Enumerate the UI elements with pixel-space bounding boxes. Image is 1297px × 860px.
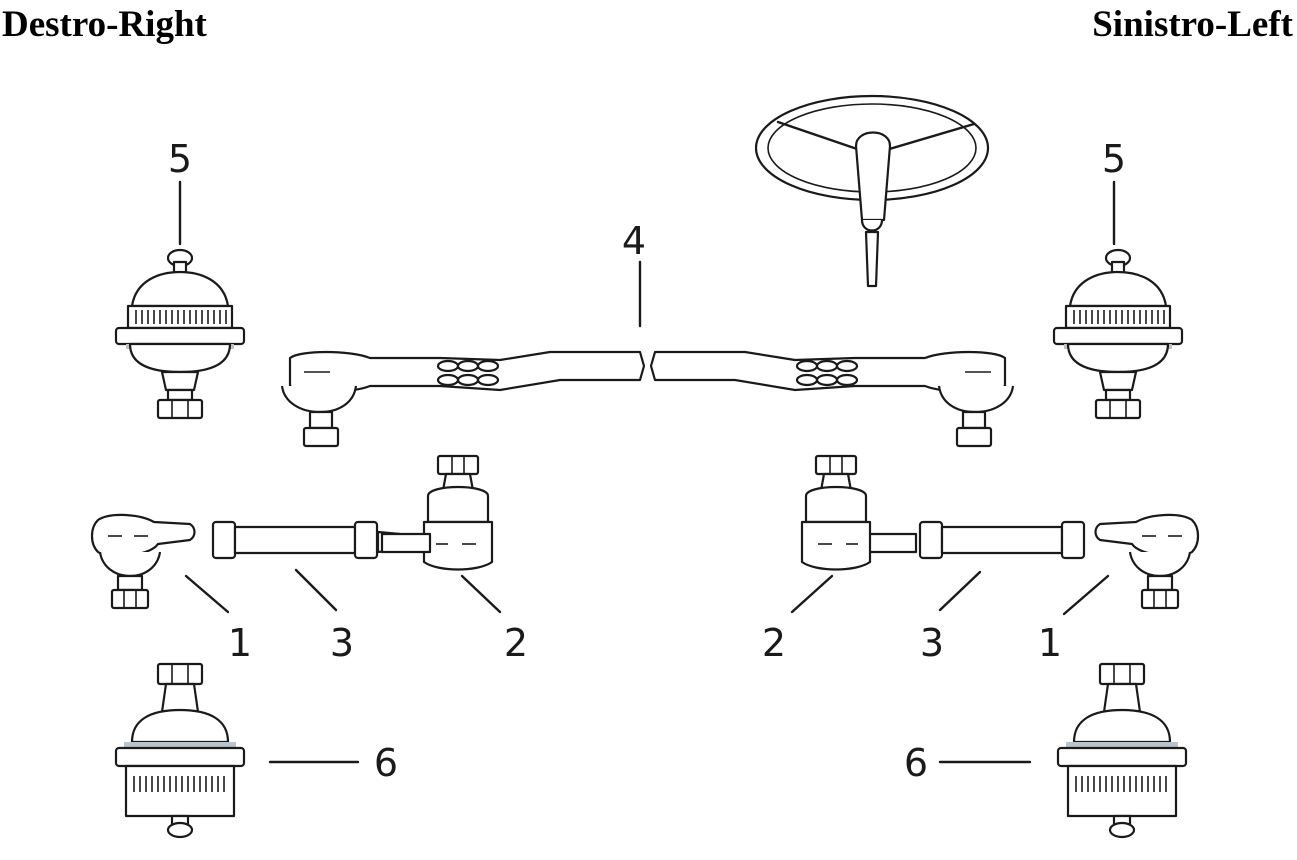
callout-right-1: 1 [228, 621, 252, 665]
leader-left-2 [790, 574, 834, 614]
outer-tie-rod-left [1094, 513, 1200, 610]
callout-right-3: 3 [330, 621, 354, 665]
adjusting-sleeve-left [918, 520, 1086, 560]
callout-right-6: 6 [374, 741, 398, 785]
outer-tie-rod-right [90, 513, 196, 610]
leader-right-2 [460, 574, 502, 614]
inner-tie-rod-arm-right [380, 532, 432, 554]
label-destro-right: Destro-Right [2, 4, 207, 45]
leader-left-1 [1062, 574, 1110, 616]
label-sinistro-left: Sinistro-Left [1092, 4, 1293, 45]
leader-left-3 [938, 570, 982, 612]
callout-left-5: 5 [1102, 137, 1126, 181]
steering-wheel [754, 94, 990, 288]
lower-ball-joint-right [114, 662, 246, 839]
drag-link-left-half [649, 350, 1015, 448]
leader-right-3 [294, 568, 338, 612]
drag-link-right-half [280, 350, 646, 448]
lower-ball-joint-left [1056, 662, 1188, 839]
inner-tie-rod-right [422, 454, 494, 571]
upper-ball-joint-left [1052, 248, 1184, 420]
inner-tie-rod-arm-left [866, 532, 918, 554]
leader-right-1 [184, 574, 230, 614]
callout-left-6: 6 [904, 741, 928, 785]
callout-left-3: 3 [920, 621, 944, 665]
callout-left-1: 1 [1038, 621, 1062, 665]
callout-right-5: 5 [168, 137, 192, 181]
callout-right-2: 2 [504, 621, 528, 665]
callout-left-2: 2 [762, 621, 786, 665]
adjusting-sleeve-right [211, 520, 379, 560]
inner-tie-rod-left [800, 454, 872, 571]
upper-ball-joint-right [114, 248, 246, 420]
callout-center-4: 4 [622, 219, 646, 263]
